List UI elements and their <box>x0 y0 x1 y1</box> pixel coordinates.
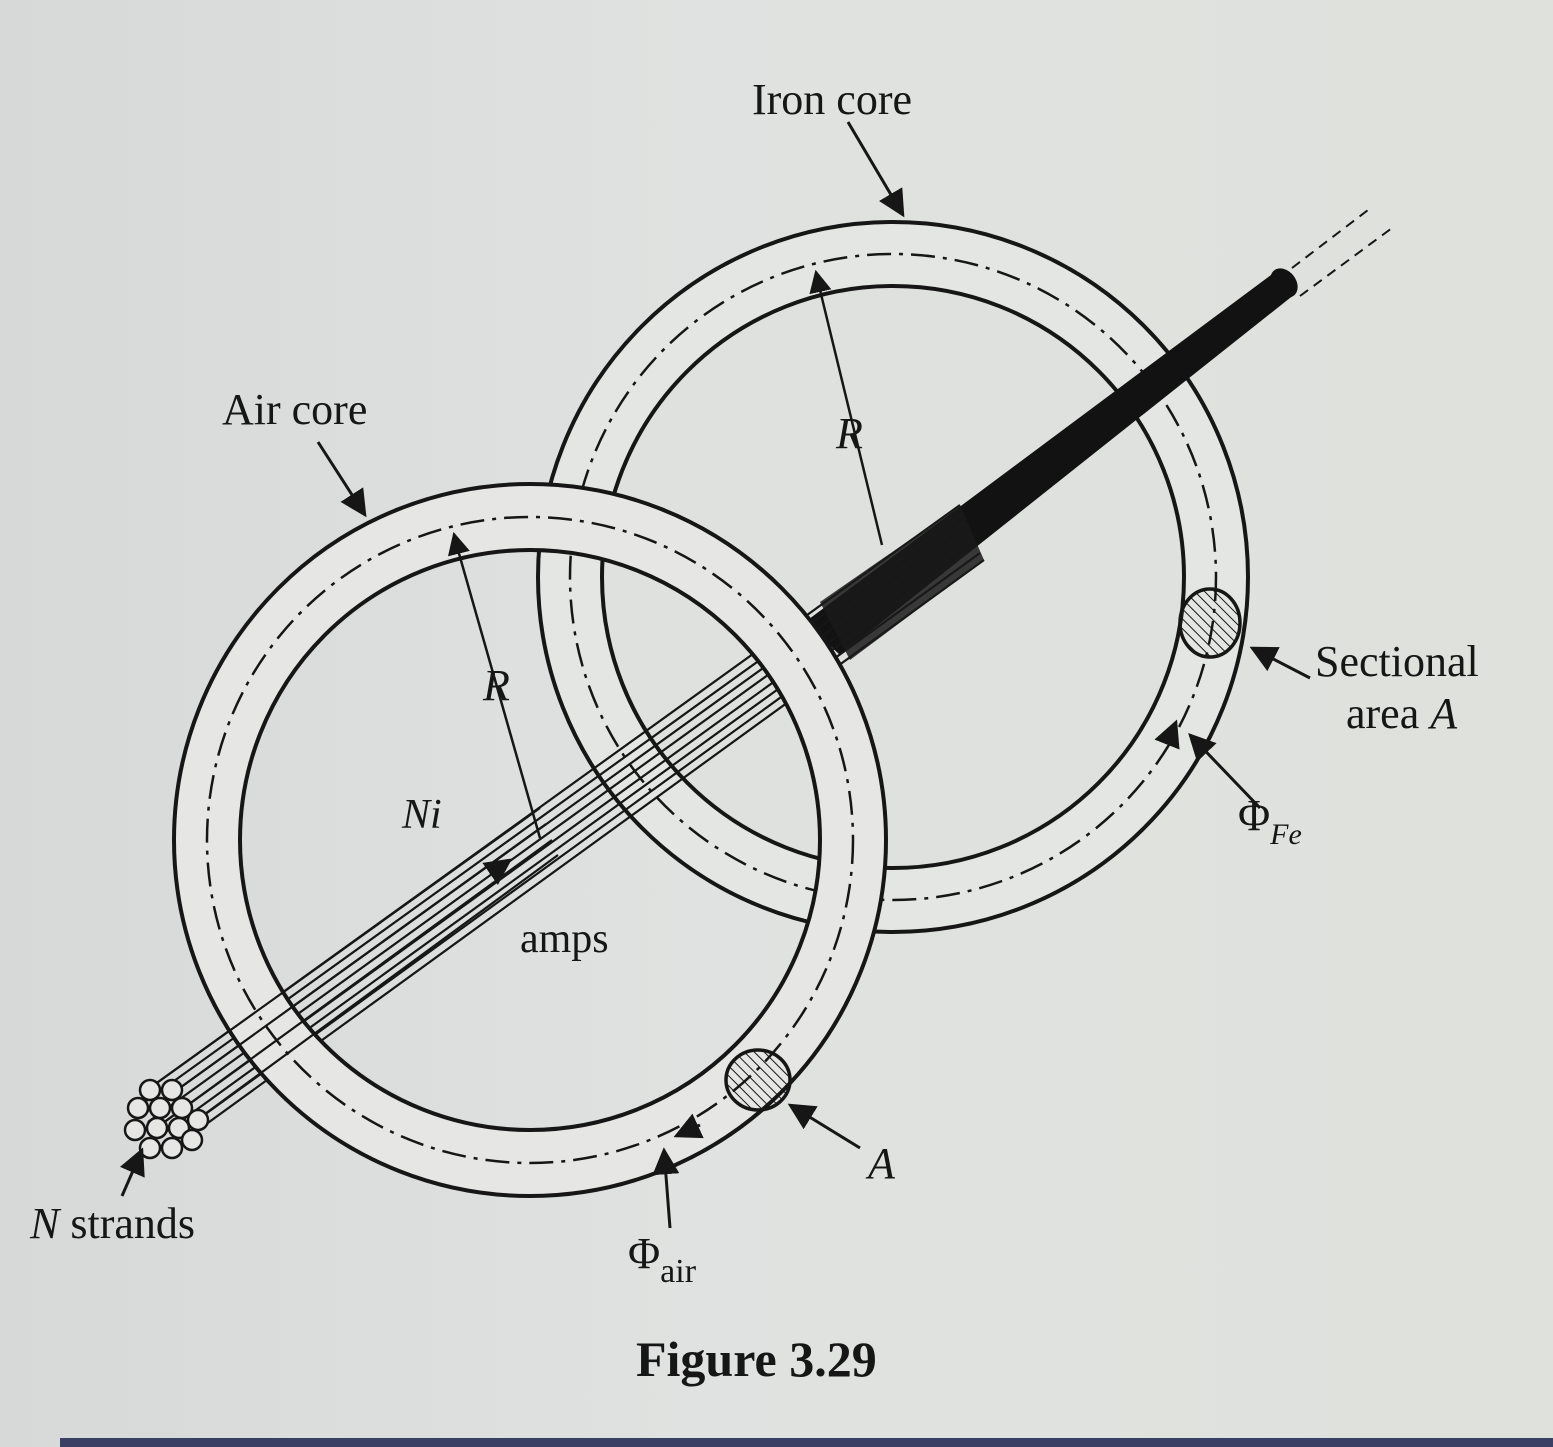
air-sectional-area <box>724 1048 792 1112</box>
air-core-mean-path <box>205 515 855 1165</box>
strand-ends <box>123 1078 210 1160</box>
figure-caption: Figure 3.29 <box>636 1331 877 1387</box>
wire-continuation-dash-1 <box>1291 209 1369 269</box>
wire-far-end <box>1270 268 1298 298</box>
a-label: A <box>865 1139 896 1188</box>
n-strands-label: N strands <box>29 1199 195 1248</box>
air-core-label: Air core <box>222 385 367 434</box>
air-core-leader <box>316 441 367 518</box>
air-radius-line <box>456 549 542 839</box>
iron-core-label: Iron core <box>752 75 912 124</box>
iron-sectional-area <box>1178 587 1242 659</box>
current-direction-arrow <box>482 858 513 885</box>
wire-shadow-section <box>820 505 984 660</box>
air-radius-arrow <box>447 531 470 557</box>
iron-radius-line <box>818 289 884 546</box>
iron-radius-label: R <box>835 409 863 458</box>
iron-core-mean-path <box>568 252 1218 902</box>
wire-continuation-dash-2 <box>1299 227 1393 297</box>
amps-label: amps <box>520 916 609 962</box>
phi-air-label: Φair <box>628 1229 697 1290</box>
bottom-edge-bar <box>60 1438 1553 1447</box>
wire-front-section <box>123 807 559 1160</box>
n-strands-leader <box>119 1147 145 1197</box>
phi-fe-flux-arrow <box>1154 719 1180 750</box>
air-radius-label: R <box>482 661 510 710</box>
phi-air-leader <box>652 1147 680 1229</box>
air-core-torus <box>171 482 889 1198</box>
phi-air-flux-arrow <box>673 1113 704 1139</box>
sectional-area-leader <box>1249 646 1311 680</box>
a-leader <box>787 1103 861 1150</box>
phi-fe-label: ΦFe <box>1238 791 1302 851</box>
iron-core-leader <box>846 121 905 218</box>
sectional-label: Sectional <box>1315 637 1479 686</box>
area-a-label: area A <box>1346 689 1458 738</box>
air-core-ring <box>171 482 889 1198</box>
phi-fe-leader <box>1188 733 1262 810</box>
ni-label: Ni <box>401 792 442 838</box>
iron-radius-arrow <box>809 269 832 295</box>
